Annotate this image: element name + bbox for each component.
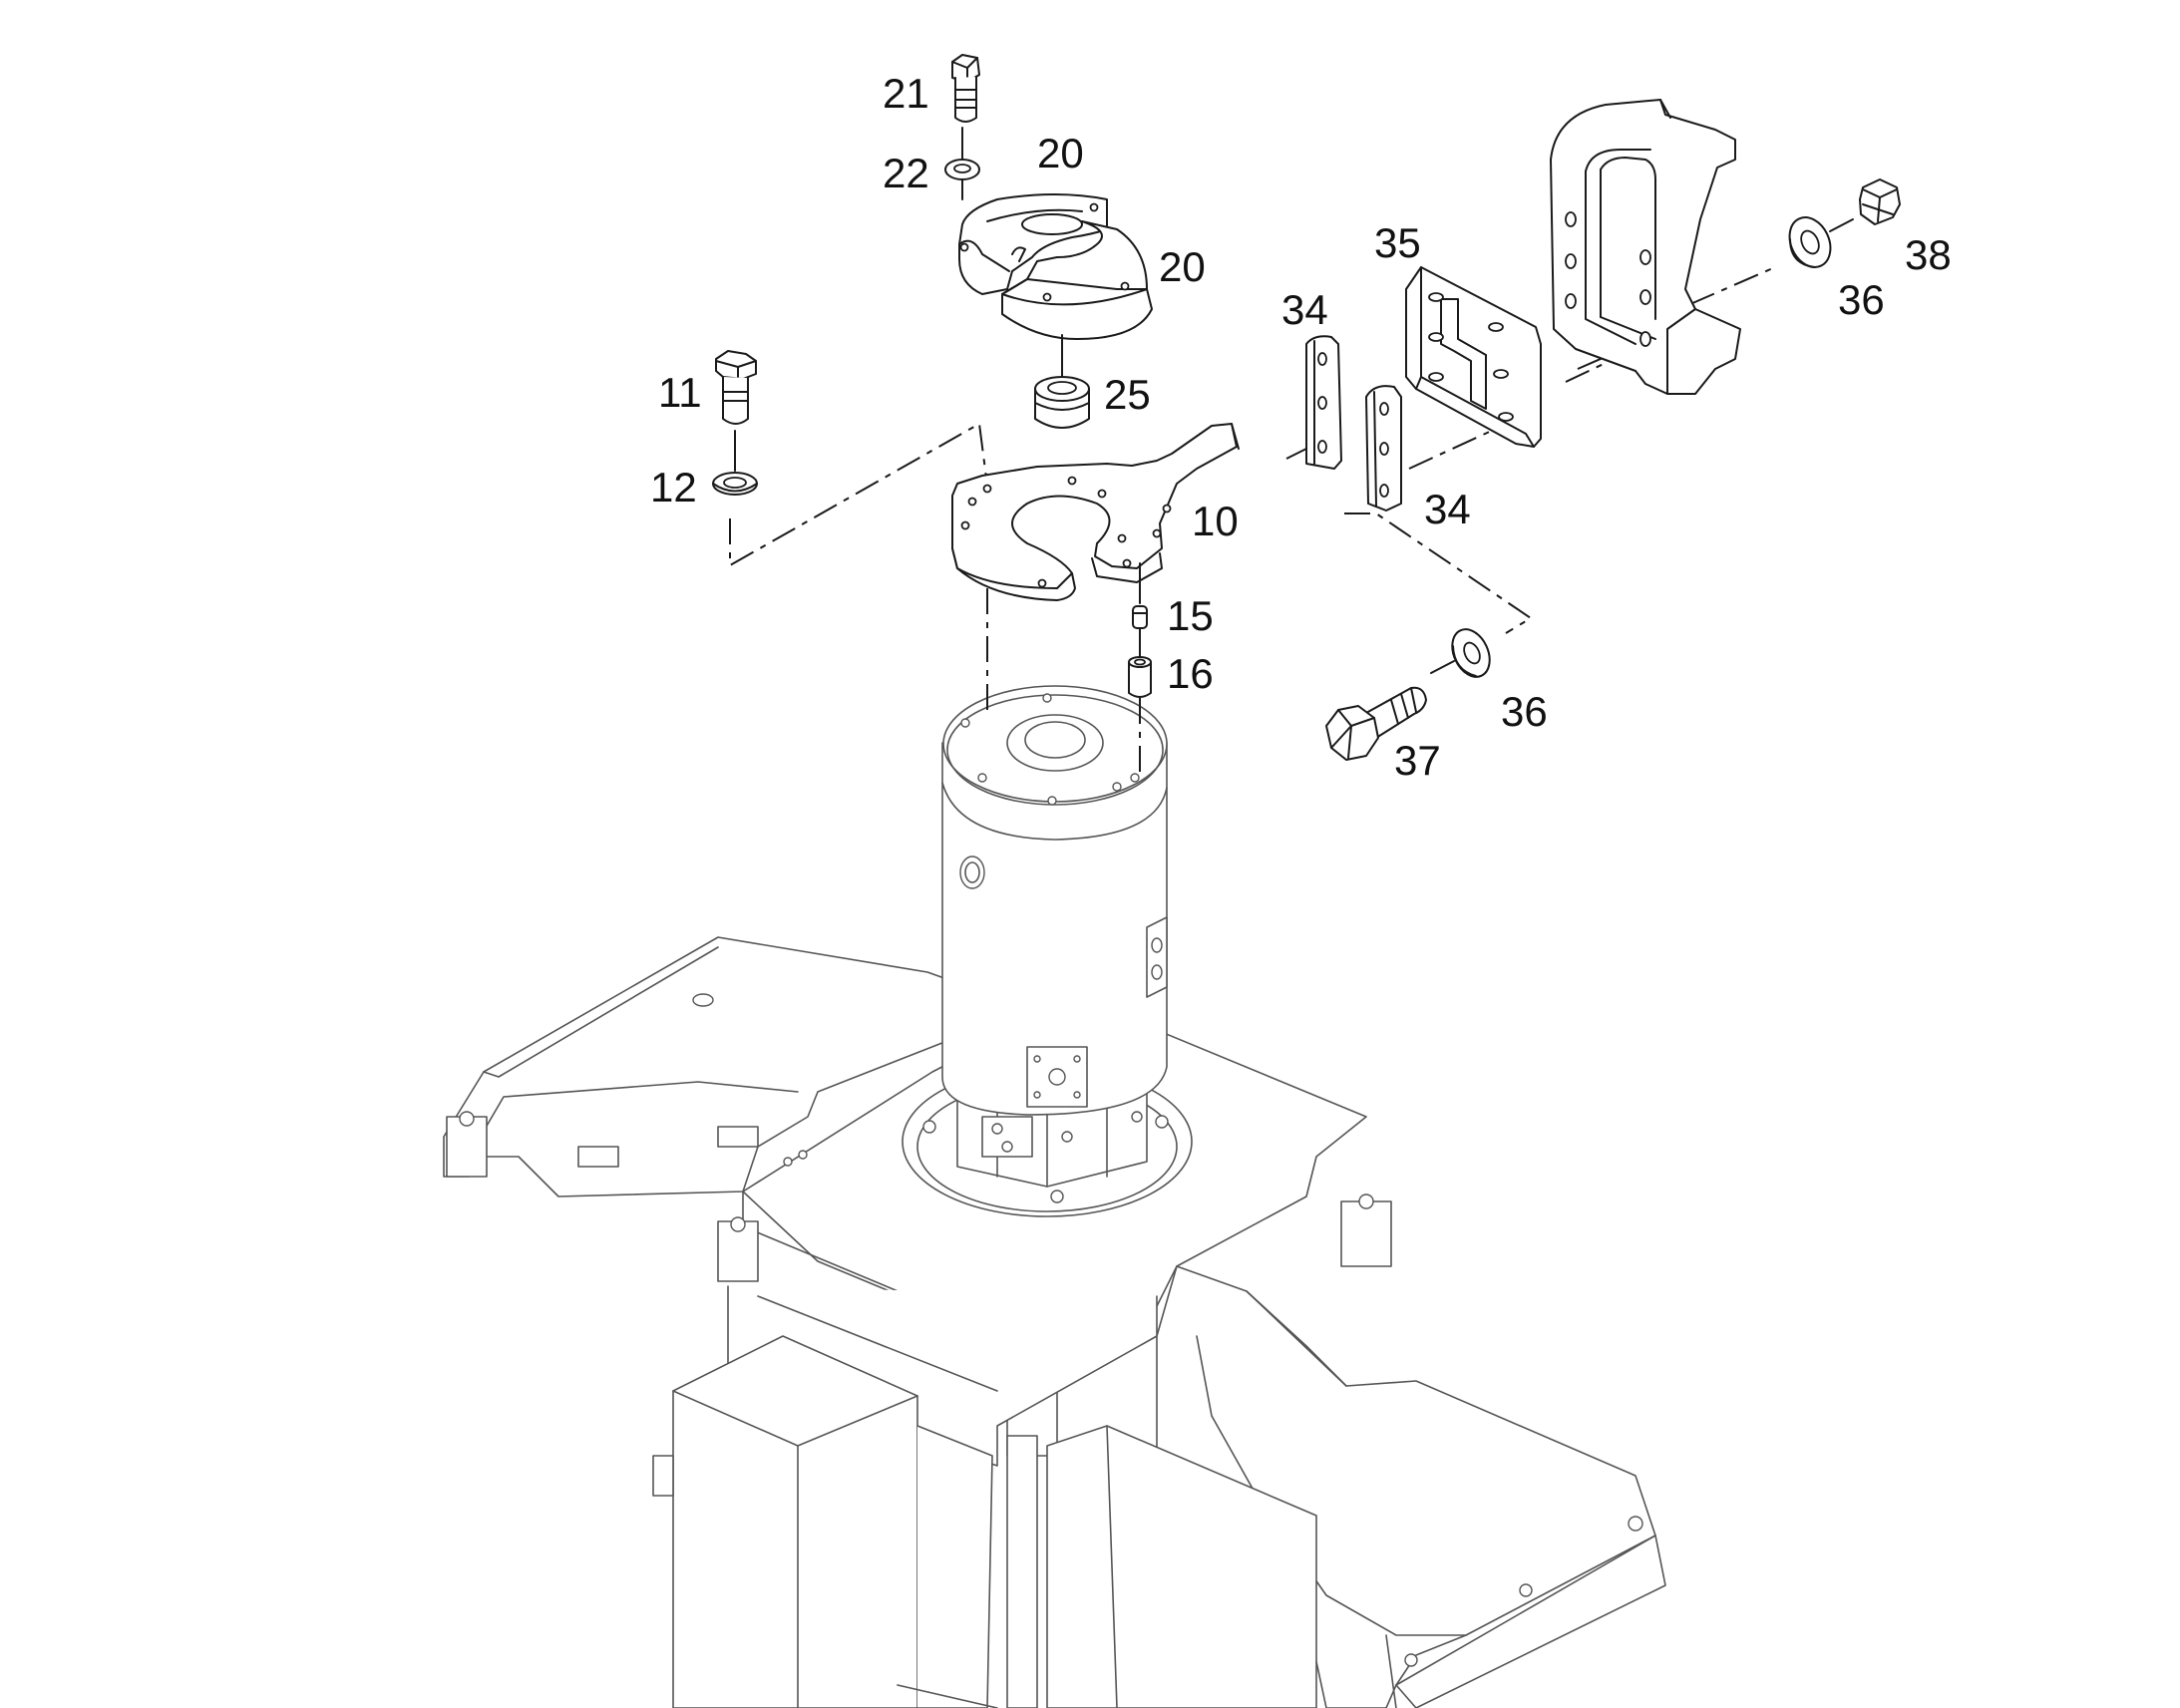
motor-port (959, 855, 985, 889)
callout-36-lower: 36 (1501, 688, 1548, 735)
pin-15 (1132, 562, 1148, 657)
dash-plate35-to-strap (1408, 428, 1497, 470)
callout-25: 25 (1104, 371, 1151, 418)
callout-37: 37 (1394, 737, 1441, 784)
plate-35-slot (1440, 298, 1487, 410)
dash-strap-to-washer (1344, 512, 1533, 634)
mounting-plate-top (951, 423, 1238, 589)
callout-38: 38 (1905, 231, 1952, 278)
mounting-plate-10 (951, 423, 1240, 601)
washer-36-lower (1430, 628, 1491, 678)
c-bracket (1550, 99, 1741, 395)
callout-labels: 21 22 20 20 25 11 12 10 15 16 34 34 35 3… (650, 70, 1952, 784)
bolt-11 (715, 350, 757, 425)
callout-10: 10 (1192, 498, 1239, 544)
callout-34-lower: 34 (1424, 486, 1471, 532)
dash-bolt11-to-plate (729, 422, 988, 567)
sleeve-16 (1128, 656, 1152, 698)
strap-34-lower (1365, 385, 1402, 512)
frame-left-foot (446, 1116, 488, 1178)
lower-housing (727, 1285, 1158, 1467)
washer-22 (944, 127, 980, 200)
bolt-37-head (1325, 705, 1379, 761)
callout-34-upper: 34 (1281, 286, 1328, 333)
gearbox (672, 1335, 918, 1708)
dash-strap34a (1285, 444, 1315, 460)
motor-top-boss (1006, 714, 1104, 772)
frame-right-rail (1395, 1535, 1666, 1708)
base-machine (443, 685, 1666, 1708)
callout-12: 12 (650, 464, 697, 511)
callout-16: 16 (1167, 650, 1214, 697)
motor-side-plate (1146, 916, 1168, 998)
washer-36-right (1788, 216, 1854, 268)
motor-cylinder (941, 742, 1168, 1116)
bolt-21 (951, 54, 980, 123)
callout-20-lower: 20 (1159, 243, 1206, 290)
nut-38 (1859, 178, 1901, 225)
bushing-25 (1034, 334, 1090, 429)
bolt-37-shank (1365, 686, 1427, 739)
callout-35: 35 (1374, 219, 1421, 266)
strap-34-upper (1305, 335, 1342, 470)
plate-35 (1405, 266, 1542, 448)
bolt-11-head (715, 350, 757, 380)
dash-bracket-axis-right (1689, 266, 1776, 305)
callout-11: 11 (658, 369, 702, 416)
callout-22: 22 (883, 150, 929, 196)
split-collar-20 (958, 193, 1153, 340)
callout-15: 15 (1167, 592, 1214, 639)
washer-12 (712, 430, 758, 496)
callout-20-upper: 20 (1037, 130, 1084, 176)
bolt-37 (1325, 686, 1427, 761)
callout-21: 21 (883, 70, 929, 117)
callout-36-right: 36 (1838, 276, 1885, 323)
